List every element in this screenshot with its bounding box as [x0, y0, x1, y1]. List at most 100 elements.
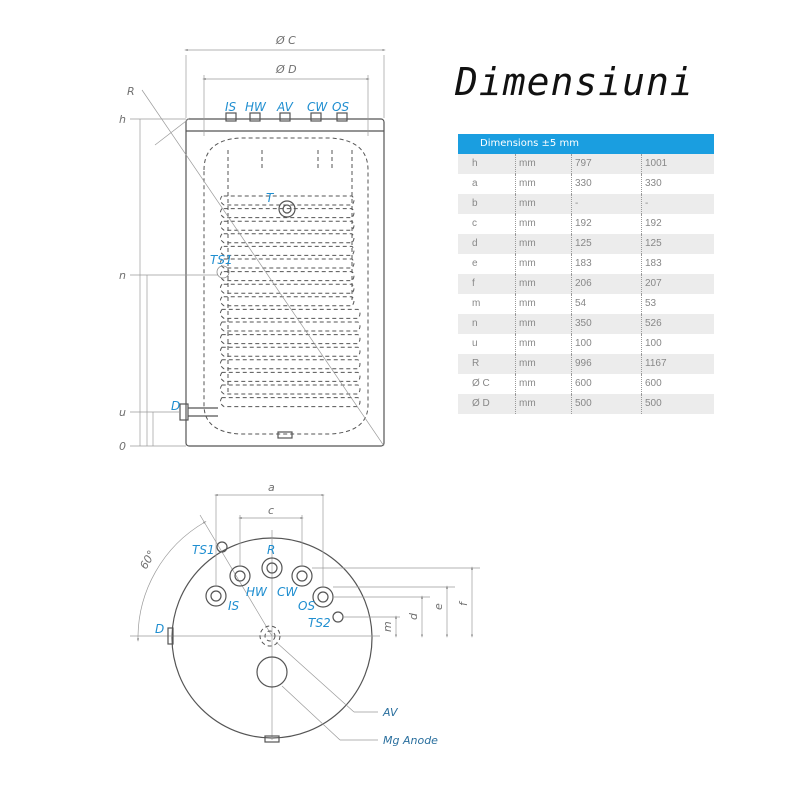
- label-cw: CW: [307, 100, 328, 114]
- table-cell-v2: 53: [641, 294, 714, 314]
- label-dim-d: d: [407, 612, 420, 620]
- coil-loop: [219, 245, 355, 256]
- coil-loop: [219, 296, 355, 307]
- table-cell-unit: mm: [515, 154, 571, 174]
- table-cell-unit: mm: [515, 254, 571, 274]
- label-t: T: [266, 191, 275, 205]
- port-is: [205, 585, 227, 607]
- table-cell-v1: 206: [571, 274, 641, 294]
- coil-loops: [219, 195, 361, 408]
- table-cell-v1: 100: [571, 334, 641, 354]
- table-cell-unit: mm: [515, 314, 571, 334]
- table-cell-v2: 500: [641, 394, 714, 414]
- label-top-ts1: TS1: [192, 543, 215, 557]
- label-top-os: OS: [298, 599, 315, 613]
- table-cell-v2: 526: [641, 314, 714, 334]
- coil-loop: [219, 283, 355, 294]
- table-cell-v2: 330: [641, 174, 714, 194]
- table-cell-param: R: [472, 358, 480, 369]
- port-os: [312, 586, 334, 608]
- table-cell-param: e: [472, 258, 478, 269]
- side-view: Ø C Ø D R h n u 0 IS HW AV CW OS T TS1 D: [119, 34, 386, 453]
- port-cw: [291, 565, 313, 587]
- label-dim-f: f: [457, 600, 470, 606]
- table-cell-param: Ø D: [472, 398, 490, 409]
- heat-coil: [227, 150, 353, 395]
- table-cell-v1: 600: [571, 374, 641, 394]
- table-cell-param: d: [472, 238, 478, 249]
- coil-loop: [219, 397, 361, 408]
- coil-loop: [219, 208, 355, 219]
- label-top-drain: D: [155, 622, 164, 636]
- table-cell-unit: mm: [515, 214, 571, 234]
- table-cell-v2: 207: [641, 274, 714, 294]
- label-os: OS: [332, 100, 349, 114]
- table-cell-v2: 125: [641, 234, 714, 254]
- label-dim-a: a: [268, 481, 275, 494]
- anode-port: [256, 656, 288, 688]
- table-header: Dimensions ±5 mm: [458, 134, 714, 154]
- label-top-r: R: [267, 543, 275, 557]
- label-callout-anode: Mg Anode: [383, 734, 438, 747]
- label-dim-zero: 0: [119, 440, 126, 453]
- table-cell-v2: 100: [641, 334, 714, 354]
- port-hw: [229, 565, 251, 587]
- table-cell-v2: 192: [641, 214, 714, 234]
- label-ts1: TS1: [210, 253, 233, 267]
- table-cell-param: Ø C: [472, 378, 490, 389]
- label-is: IS: [225, 100, 237, 114]
- port-ts1: [216, 541, 228, 553]
- table-cell-v1: 797: [571, 154, 641, 174]
- label-av: AV: [276, 100, 294, 114]
- label-angle: 60°: [137, 548, 158, 571]
- table-cell-v1: 183: [571, 254, 641, 274]
- table-cell-v1: 500: [571, 394, 641, 414]
- table-cell-param: b: [472, 198, 478, 209]
- port-av-centre: [259, 625, 281, 647]
- top-view: a c f e d m 60° TS1 R HW CW IS OS TS2 D …: [130, 481, 480, 747]
- label-top-hw: HW: [246, 585, 268, 599]
- table-cell-unit: mm: [515, 294, 571, 314]
- coil-loop: [219, 220, 355, 231]
- table-cell-unit: mm: [515, 234, 571, 254]
- label-top-ts2: TS2: [308, 616, 331, 630]
- coil-loop: [219, 334, 361, 345]
- table-cell-param: n: [472, 318, 478, 329]
- table-cell-v1: -: [571, 194, 641, 214]
- table-cell-unit: mm: [515, 334, 571, 354]
- port-r: [261, 557, 283, 579]
- label-dim-d: Ø D: [275, 63, 297, 76]
- diagonal-r: [141, 89, 385, 447]
- thermometer-port: [278, 200, 296, 218]
- table-cell-v1: 54: [571, 294, 641, 314]
- label-dim-h: h: [119, 113, 126, 126]
- table-cell-v2: -: [641, 194, 714, 214]
- label-dim-u: u: [119, 406, 126, 419]
- coil-loop: [219, 233, 355, 244]
- table-cell-v2: 183: [641, 254, 714, 274]
- label-top-cw: CW: [277, 585, 298, 599]
- label-callout-av: AV: [382, 706, 399, 719]
- label-hw: HW: [245, 100, 267, 114]
- table-cell-unit: mm: [515, 194, 571, 214]
- label-dim-n: n: [119, 269, 126, 282]
- table-cell-unit: mm: [515, 394, 571, 414]
- table-cell-unit: mm: [515, 274, 571, 294]
- coil-loop: [219, 371, 361, 382]
- table-cell-v1: 996: [571, 354, 641, 374]
- coil-loop: [219, 359, 361, 370]
- label-dim-c: c: [268, 504, 274, 517]
- label-dim-c: Ø C: [275, 34, 296, 47]
- label-dim-r: R: [127, 85, 135, 98]
